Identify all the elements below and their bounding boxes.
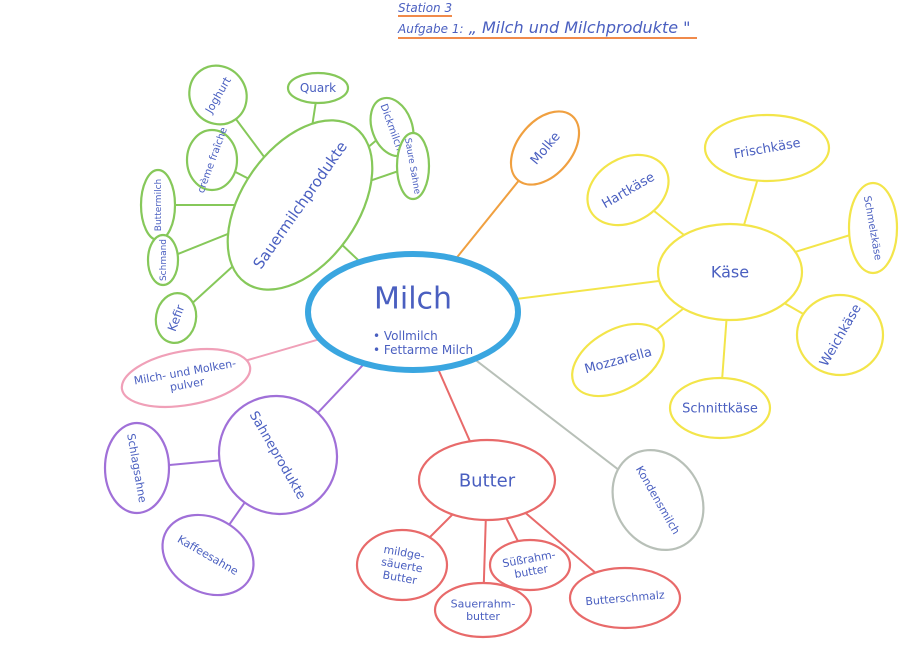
node-label: Schmand xyxy=(159,239,169,281)
node-frischkaese[interactable]: Frischkäse xyxy=(703,113,831,183)
node-outline xyxy=(668,376,772,440)
node-mozzarella[interactable]: Mozzarella xyxy=(560,309,677,411)
node-label: butter xyxy=(466,610,500,623)
node-butterschmalz[interactable]: Butterschmalz xyxy=(568,566,682,630)
node-label: Buttermilch xyxy=(154,179,164,231)
node-kefir[interactable]: Kefir xyxy=(152,290,200,346)
node-outline xyxy=(586,153,670,227)
node-outline xyxy=(847,181,899,275)
node-outline xyxy=(185,128,239,192)
node-outline xyxy=(226,119,374,291)
node-joghurt[interactable]: Joghurt xyxy=(178,54,258,135)
node-outline xyxy=(154,292,198,344)
node-label: Quark xyxy=(300,81,336,95)
node-outline xyxy=(488,538,572,592)
node-label: Schnittkäse xyxy=(682,402,758,417)
node-outline xyxy=(120,348,252,408)
node-kaese[interactable]: Käse xyxy=(656,222,804,322)
node-label: butter xyxy=(513,562,549,581)
node-outline xyxy=(146,233,180,287)
node-label: Käse xyxy=(711,263,749,282)
node-outline xyxy=(611,448,705,552)
node-sauerrahm[interactable]: Sauerrahm-butter xyxy=(433,581,533,639)
node-butter[interactable]: Butter xyxy=(417,438,557,522)
node-outline xyxy=(286,71,350,105)
node-label: Butter xyxy=(382,568,419,587)
node-kondensmilch[interactable]: Kondensmilch xyxy=(595,433,721,566)
node-schmelzkaese[interactable]: Schmelzkäse xyxy=(847,181,899,275)
node-outline xyxy=(217,394,339,516)
node-outline xyxy=(703,113,831,183)
node-schlagsahne[interactable]: Schlagsahne xyxy=(103,421,171,515)
node-pulver[interactable]: Milch- und Molken-pulver xyxy=(117,340,254,416)
node-kaffeesahne[interactable]: Kaffeesahne xyxy=(148,499,268,611)
station-label: Station 3 xyxy=(398,1,453,17)
nodes: Milch • Vollmilch• Fettarme Milch Sauermil… xyxy=(103,54,899,639)
task-prefix: Aufgabe 1: xyxy=(398,22,464,36)
node-outline xyxy=(103,421,171,515)
node-label: pulver xyxy=(169,375,206,394)
node-label: Sauerrahm- xyxy=(451,598,516,611)
node-outline xyxy=(571,322,665,398)
node-outline xyxy=(161,513,255,597)
node-outline xyxy=(417,438,557,522)
node-sahne[interactable]: Sahneprodukte xyxy=(195,372,362,539)
node-label: Milch xyxy=(374,282,452,317)
node-sauresahne[interactable]: Saure Sahne xyxy=(395,131,431,201)
node-outline xyxy=(568,566,682,630)
node-suessrahm[interactable]: Süßrahm-butter xyxy=(488,538,572,592)
node-outline xyxy=(509,110,581,186)
task-title: Aufgabe 1: „ Milch und Milchprodukte " xyxy=(398,18,697,39)
milk-type: • Fettarme Milch xyxy=(373,343,473,357)
node-outline xyxy=(188,64,248,126)
node-creme[interactable]: crème fraîche xyxy=(185,126,239,195)
node-outline xyxy=(355,528,449,602)
node-outline xyxy=(795,293,885,377)
node-hartkaese[interactable]: Hartkäse xyxy=(575,141,681,239)
node-label: Butter xyxy=(459,470,516,491)
node-buttermilch[interactable]: Buttermilch xyxy=(139,168,177,242)
node-outline xyxy=(433,581,533,639)
node-schmand[interactable]: Schmand xyxy=(146,233,180,287)
node-outline xyxy=(656,222,804,322)
node-sauer[interactable]: Sauermilchprodukte xyxy=(198,94,402,316)
task-name: „ Milch und Milchprodukte " xyxy=(468,18,691,37)
node-outline xyxy=(305,251,521,373)
node-schnittkaese[interactable]: Schnittkäse xyxy=(668,376,772,440)
node-outline xyxy=(395,131,431,201)
milk-type: • Vollmilch xyxy=(373,329,438,343)
node-weichkaese[interactable]: Weichkäse xyxy=(795,293,885,377)
node-molke[interactable]: Molke xyxy=(497,98,592,197)
node-quark[interactable]: Quark xyxy=(286,71,350,105)
node-milch[interactable]: Milch • Vollmilch• Fettarme Milch xyxy=(305,251,521,373)
